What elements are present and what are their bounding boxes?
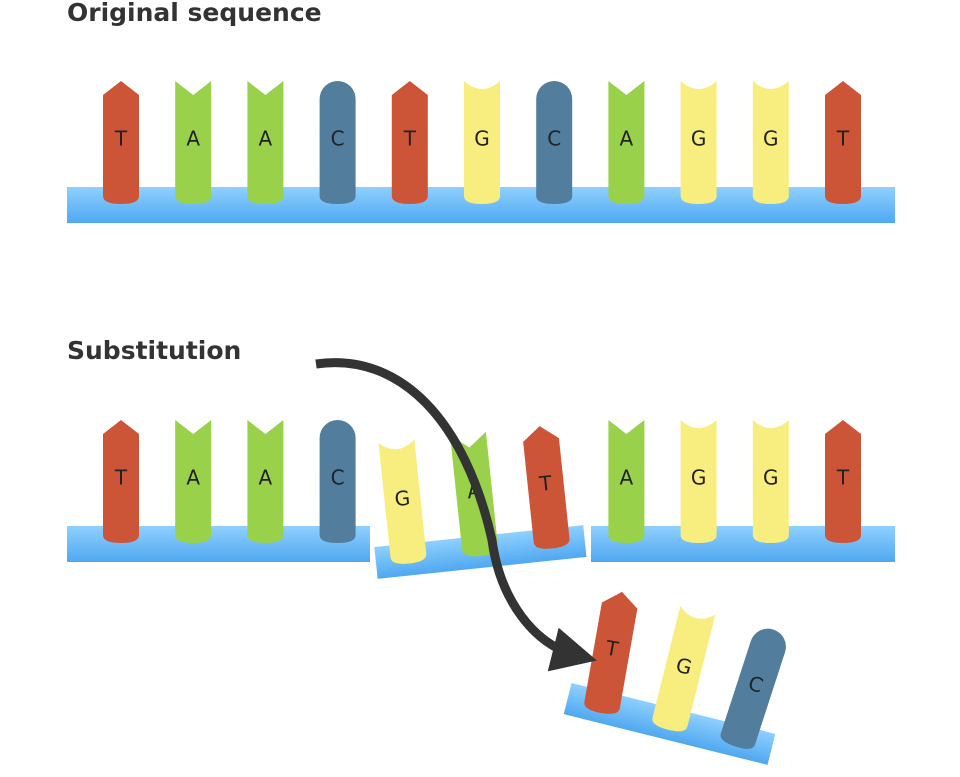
nucleotide-inserted-3: T [523, 426, 570, 549]
nucleotide-label: G [763, 466, 779, 490]
nucleotide-shape-T [103, 420, 139, 543]
nucleotide-original-9: G [680, 81, 717, 204]
removed-segment: T GC [563, 591, 786, 765]
nucleotide-shape-G [652, 606, 716, 732]
nucleotide-shape-C [319, 420, 356, 543]
nucleotide-label: G [673, 653, 694, 680]
heading-original-sequence: Original sequence [67, 0, 322, 27]
nucleotide-label: A [186, 466, 200, 490]
nucleotide-shape-G [464, 81, 500, 204]
nucleotide-original-10: G [752, 81, 789, 204]
nucleotide-shape-G [752, 81, 789, 204]
nucleotide-label: G [691, 127, 707, 151]
nucleotide-shape-A [175, 420, 212, 543]
nucleotide-original-5: T [391, 81, 428, 204]
nucleotide-label: T [603, 635, 621, 661]
nucleotide-label: T [114, 466, 128, 490]
nucleotide-original-11: T [825, 81, 861, 204]
nucleotide-label: T [403, 127, 417, 151]
nucleotide-label: G [691, 466, 707, 490]
nucleotide-label: A [620, 127, 634, 151]
nucleotide-label: C [331, 466, 345, 490]
nucleotide-mutated-3: A [247, 420, 284, 543]
nucleotide-shape-G [378, 439, 427, 564]
nucleotide-shape-T [103, 81, 139, 204]
nucleotide-original-7: C [536, 81, 573, 204]
nucleotide-mutated-10: G [752, 420, 789, 543]
nucleotide-shape-T [523, 426, 570, 549]
nucleotide-shape-A [608, 420, 645, 543]
nucleotide-mutated-8: A [608, 420, 645, 543]
nucleotide-original-8: A [608, 81, 645, 204]
nucleotide-label: A [186, 127, 200, 151]
nucleotide-label: A [259, 466, 273, 490]
nucleotide-mutated-9: G [680, 420, 717, 543]
nucleotide-original-2: A [175, 81, 212, 204]
nucleotide-shape-T [825, 81, 861, 204]
heading-substitution: Substitution [67, 336, 242, 365]
nucleotide-shape-T [825, 420, 861, 543]
nucleotide-mutated-1: T [103, 420, 139, 543]
nucleotide-shape-C [720, 628, 786, 749]
nucleotide-shape-A [608, 81, 645, 204]
nucleotide-label: C [547, 127, 561, 151]
nucleotide-original-6: G [464, 81, 500, 204]
nucleotide-shape-A [247, 420, 284, 543]
nucleotide-label: A [259, 127, 273, 151]
nucleotide-label: G [763, 127, 779, 151]
nucleotide-shape-A [175, 81, 212, 204]
nucleotide-removed-1: T [584, 591, 638, 714]
nucleotide-label: T [114, 127, 128, 151]
nucleotide-mutated-2: A [175, 420, 212, 543]
nucleotide-original-3: A [247, 81, 284, 204]
nucleotide-shape-G [680, 81, 717, 204]
nucleotide-label: G [393, 486, 411, 511]
nucleotide-label: T [537, 471, 553, 496]
nucleotide-mutated-11: T [825, 420, 861, 543]
nucleotide-shape-C [319, 81, 356, 204]
nucleotide-shape-T [391, 81, 428, 204]
nucleotide-mutated-4: C [319, 420, 356, 543]
substitution-arrow [315, 358, 597, 672]
nucleotide-original-4: C [319, 81, 356, 204]
nucleotide-shape-C [536, 81, 573, 204]
nucleotide-label: T [836, 466, 850, 490]
nucleotide-inserted-1: G [378, 439, 427, 564]
nucleotide-label: T [836, 127, 850, 151]
nucleotide-shape-G [680, 420, 717, 543]
nucleotide-label: G [474, 127, 490, 151]
nucleotide-shape-G [752, 420, 789, 543]
nucleotide-original-1: T [103, 81, 139, 204]
nucleotide-removed-2: G [652, 606, 716, 732]
nucleotide-shape-A [247, 81, 284, 204]
nucleotide-label: A [620, 466, 634, 490]
nucleotide-removed-3: C [720, 628, 786, 749]
nucleotide-label: C [331, 127, 345, 151]
nucleotide-shape-T [584, 591, 638, 714]
